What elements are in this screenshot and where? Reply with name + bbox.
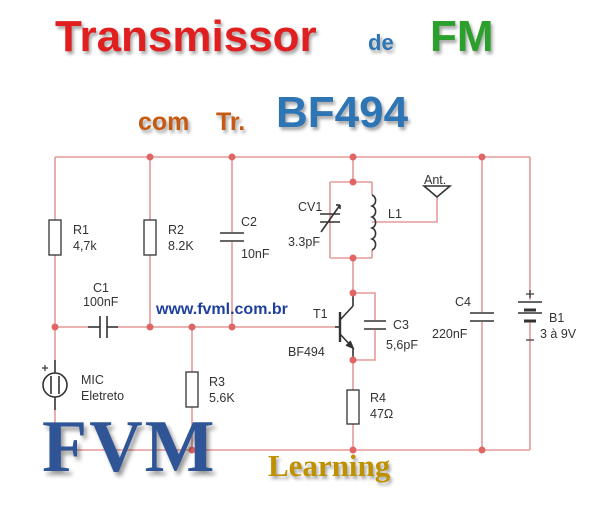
r4-value: 47Ω [370, 407, 393, 421]
r1-value: 4,7k [73, 239, 97, 253]
capacitor-c3 [364, 320, 386, 330]
resistor-r3 [185, 371, 199, 408]
l1-ref: L1 [388, 207, 402, 221]
t1-value: BF494 [288, 345, 325, 359]
c3-value: 5,6pF [386, 338, 418, 352]
c2-value: 10nF [241, 247, 270, 261]
c3-ref: C3 [393, 318, 409, 332]
title-de: de [368, 30, 394, 55]
wires [54, 156, 531, 451]
title-com: com [138, 108, 190, 136]
antenna-icon [421, 185, 453, 199]
resistor-r1 [48, 219, 62, 256]
transistor-icon [335, 293, 355, 360]
r4-ref: R4 [370, 391, 386, 405]
capacitor-c2 [220, 232, 244, 242]
website-url: www.fvml.com.br [156, 301, 288, 318]
capacitor-c1 [88, 316, 118, 338]
capacitor-c4 [470, 312, 494, 322]
title-bf494: BF494 [276, 88, 409, 137]
cv1-value: 3.3pF [288, 235, 320, 249]
cv1-ref: CV1 [298, 200, 322, 214]
resistor-r2 [143, 219, 157, 256]
r2-value: 8.2K [168, 239, 194, 253]
logo-learning: Learning [268, 448, 391, 483]
title-tr: Tr. [216, 108, 246, 136]
c1-value: 100nF [83, 295, 119, 309]
t1-ref: T1 [313, 307, 328, 321]
resistor-r4 [346, 389, 360, 425]
inductor-l1 [370, 194, 377, 251]
r3-ref: R3 [209, 375, 225, 389]
r2-ref: R2 [168, 223, 184, 237]
b1-ref: B1 [549, 311, 564, 325]
c2-ref: C2 [241, 215, 257, 229]
battery-icon [518, 290, 542, 341]
title-transmissor: Transmissor [55, 12, 317, 61]
junction-dots [51, 153, 486, 454]
mic-ref: MIC [81, 373, 104, 387]
logo-fvm: FVM [42, 406, 217, 488]
r3-value: 5.6K [209, 391, 235, 405]
mic-value: Eletreto [81, 389, 124, 403]
microphone-icon [42, 360, 68, 410]
c1-ref: C1 [93, 281, 109, 295]
r1-ref: R1 [73, 223, 89, 237]
c4-ref: C4 [455, 295, 471, 309]
variable-capacitor-cv1 [320, 204, 341, 233]
ant-ref: Ant. [424, 173, 446, 187]
title-fm: FM [430, 12, 494, 61]
b1-value: 3 à 9V [540, 327, 577, 341]
c4-value: 220nF [432, 327, 468, 341]
